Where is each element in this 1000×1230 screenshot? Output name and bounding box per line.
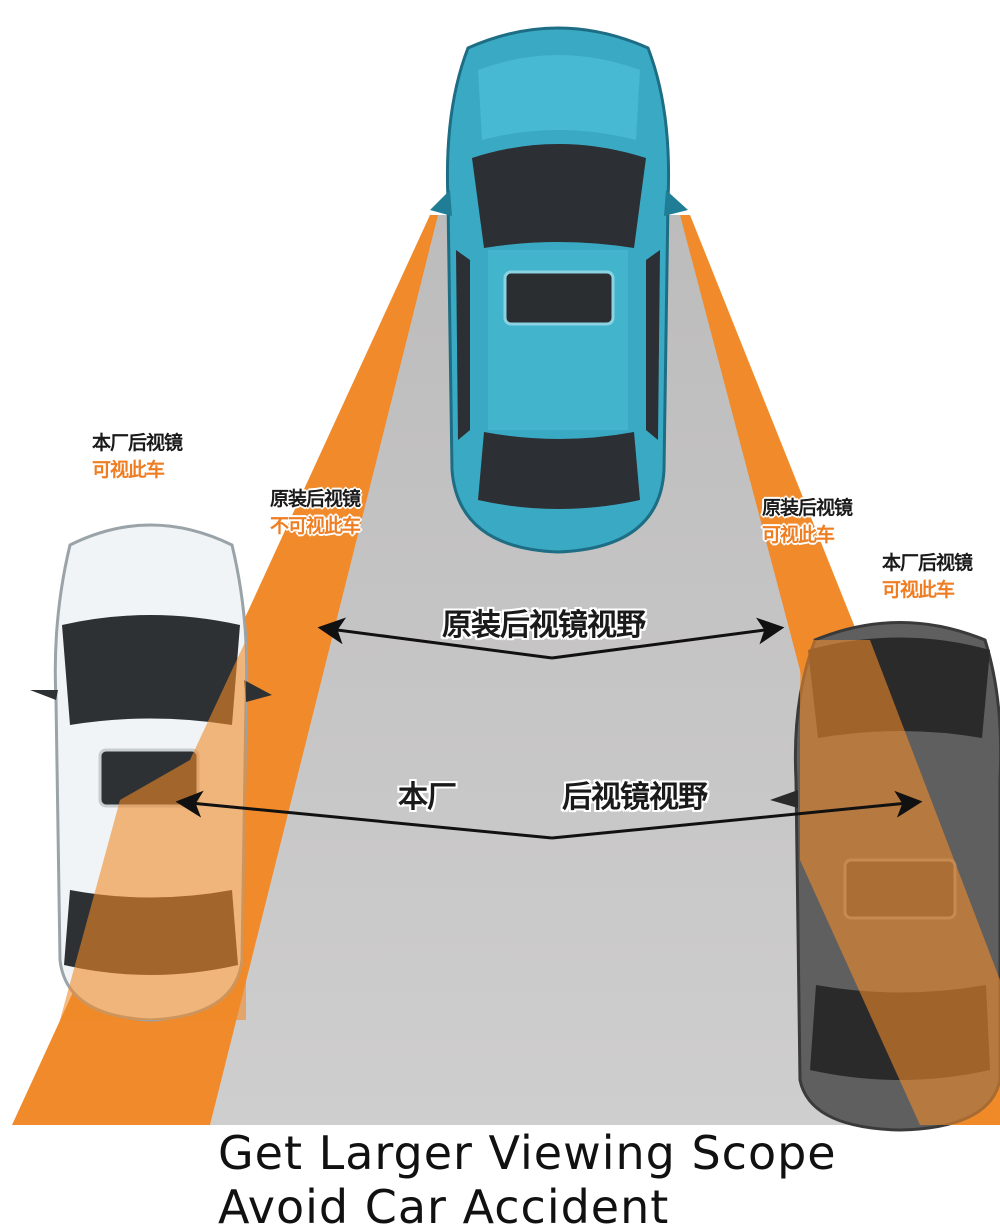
caption-line-1: Get Larger Viewing Scope [218,1126,837,1180]
original-view-label: 原装后视镜视野 [442,608,646,643]
right-original-mirror-title: 原装后视镜 [762,497,853,519]
right-factory-mirror-note: 可视此车 [882,579,955,601]
left-original-mirror-label: 原装后视镜 不可视此车 [270,486,361,540]
right-car-highlight [800,640,1000,1125]
left-original-mirror-note: 不可视此车 [270,515,361,537]
factory-view-arrow [175,790,923,840]
right-original-mirror-label: 原装后视镜 可视此车 [762,495,853,549]
right-original-mirror-note: 可视此车 [762,524,835,546]
left-factory-mirror-title: 本厂后视镜 [92,432,183,454]
left-factory-mirror-label: 本厂后视镜 可视此车 [92,430,183,484]
factory-view-label-part1: 本厂 [398,780,457,815]
right-factory-mirror-label: 本厂后视镜 可视此车 [882,550,973,604]
right-factory-mirror-title: 本厂后视镜 [882,552,973,574]
left-factory-mirror-note: 可视此车 [92,459,165,481]
left-car-highlight [60,640,246,1020]
original-view-arrow [317,617,785,660]
factory-view-label-part2: 后视镜视野 [562,780,708,815]
caption-line-2: Avoid Car Accident [218,1180,670,1230]
front-car [430,26,688,554]
left-original-mirror-title: 原装后视镜 [270,488,361,510]
